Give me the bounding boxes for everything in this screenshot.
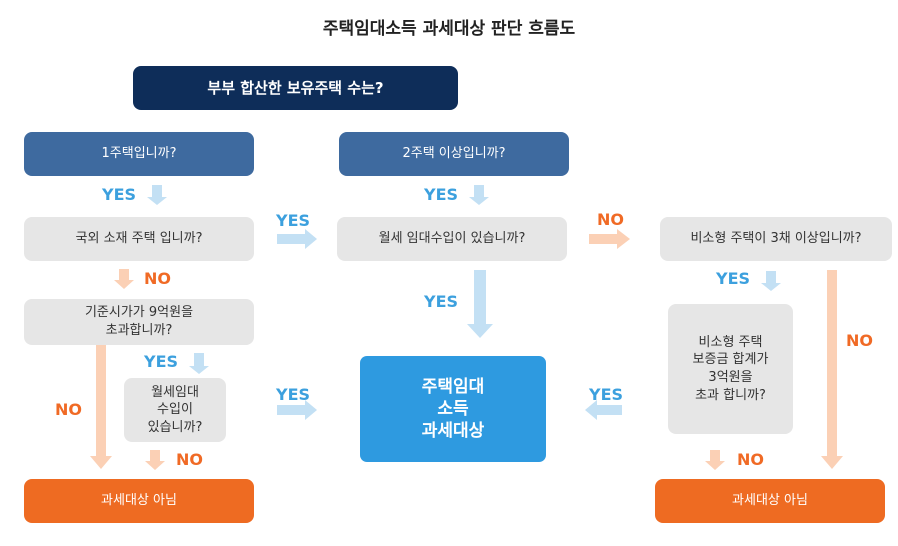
arrow-yes-sub-to-result <box>277 400 317 420</box>
no-label-monthly-rent: NO <box>597 210 624 229</box>
diagram-title: 주택임대소득 과세대상 판단 흐름도 <box>322 19 576 39</box>
yes-arrows <box>147 185 781 420</box>
taxable-result: 주택임대 소득 과세대상 <box>360 356 546 462</box>
no-label-deposit: NO <box>737 450 764 469</box>
arrow-yes-price-to-sub <box>189 353 209 374</box>
arrow-no-sub-to-nottaxable <box>145 450 165 470</box>
one-house-question: 1주택입니까? <box>24 132 254 176</box>
no-label-monthly-sub: NO <box>176 450 203 469</box>
arrow-yes-deposit-to-result <box>585 400 622 420</box>
yes-label-one-house: YES <box>102 185 137 204</box>
deposit-over-3-question: 비소형 주택 보증금 합계가 3억원을 초과 합니까? <box>668 304 793 434</box>
arrow-yes-one-to-overseas <box>147 185 167 205</box>
yes-label-count: YES <box>716 269 751 288</box>
arrow-no-overseas-to-price <box>114 269 134 289</box>
arrow-yes-overseas-to-rent <box>277 229 317 249</box>
arrow-no-price-to-nottaxable <box>90 326 112 469</box>
monthly-rent-sub-question: 월세임대 수입이 있습니까? <box>124 378 226 442</box>
arrow-yes-count-to-deposit <box>761 271 781 291</box>
arrow-yes-two-to-rent <box>469 185 489 205</box>
no-arrows <box>90 229 843 470</box>
overseas-question: 국외 소재 주택 입니까? <box>24 217 254 261</box>
arrow-no-deposit-to-nottaxable <box>705 450 725 470</box>
two-plus-question: 2주택 이상입니까? <box>339 132 569 176</box>
start-question: 부부 합산한 보유주택 수는? <box>133 66 458 110</box>
yes-label-overseas: YES <box>276 211 311 230</box>
no-label-price: NO <box>55 400 82 419</box>
not-taxable-left: 과세대상 아님 <box>24 479 254 523</box>
yes-label-price: YES <box>144 352 179 371</box>
no-label-count: NO <box>846 331 873 350</box>
arrow-no-rent-to-count <box>589 229 630 249</box>
small-house-count-question: 비소형 주택이 3채 이상입니까? <box>660 217 892 261</box>
yes-label-two-plus: YES <box>424 185 459 204</box>
yes-label-monthly-sub: YES <box>276 385 311 404</box>
yes-label-monthly-rent: YES <box>424 292 459 311</box>
monthly-rent-question: 월세 임대수입이 있습니까? <box>337 217 567 261</box>
price-over-9-question: 기준시가가 9억원을 초과합니까? <box>24 299 254 345</box>
arrow-no-count-to-nottaxable <box>821 270 843 469</box>
arrow-yes-rent-to-result <box>467 270 493 338</box>
not-taxable-right: 과세대상 아님 <box>655 479 885 523</box>
yes-label-deposit: YES <box>589 385 624 404</box>
no-label-overseas: NO <box>144 269 171 288</box>
